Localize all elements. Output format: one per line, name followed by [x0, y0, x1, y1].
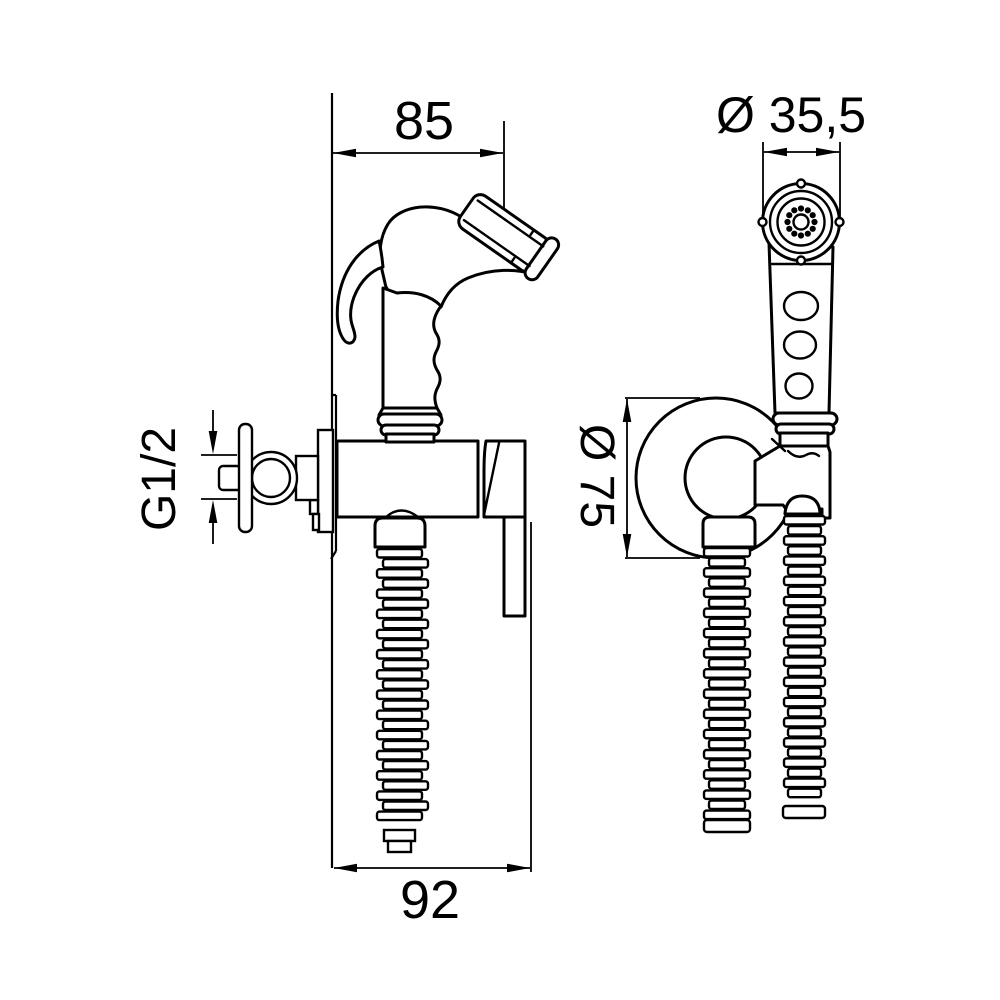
dimension-label-35-5: Ø 35,5	[715, 87, 867, 143]
side-hose	[375, 547, 430, 822]
dimension-g12	[201, 410, 237, 544]
dimension-355	[762, 142, 841, 217]
spray-trigger	[335, 239, 385, 345]
dimension-75	[622, 397, 700, 559]
dimension-92	[334, 522, 532, 873]
spray-nozzle-cap	[457, 193, 561, 282]
front-hose-right	[782, 514, 827, 799]
spray-handle-front	[767, 241, 839, 451]
dimension-85	[333, 121, 505, 223]
dimension-label-g12: G1/2	[133, 426, 186, 532]
dimension-label-75: Ø 75	[570, 423, 623, 529]
nozzle-holes	[784, 205, 818, 239]
side-hose-end	[382, 828, 417, 854]
front-hose-right-end	[781, 804, 827, 820]
side-view	[201, 93, 561, 873]
front-hose-right-top	[783, 494, 822, 516]
dimension-label-85: 85	[393, 91, 455, 151]
spray-head-side	[335, 193, 561, 444]
holder-body	[335, 439, 480, 519]
spray-holder-side	[482, 439, 527, 618]
hose-nut-side	[373, 516, 427, 549]
dimension-label-92: 92	[399, 870, 461, 930]
front-view	[622, 142, 845, 834]
front-hose-left-end	[702, 818, 752, 834]
spray-face	[757, 178, 845, 266]
front-hose-nut	[701, 515, 757, 549]
valve-escutcheon	[308, 428, 335, 534]
shutoff-valve	[217, 422, 320, 534]
spray-grip	[381, 286, 443, 410]
front-hose-left	[702, 546, 752, 821]
